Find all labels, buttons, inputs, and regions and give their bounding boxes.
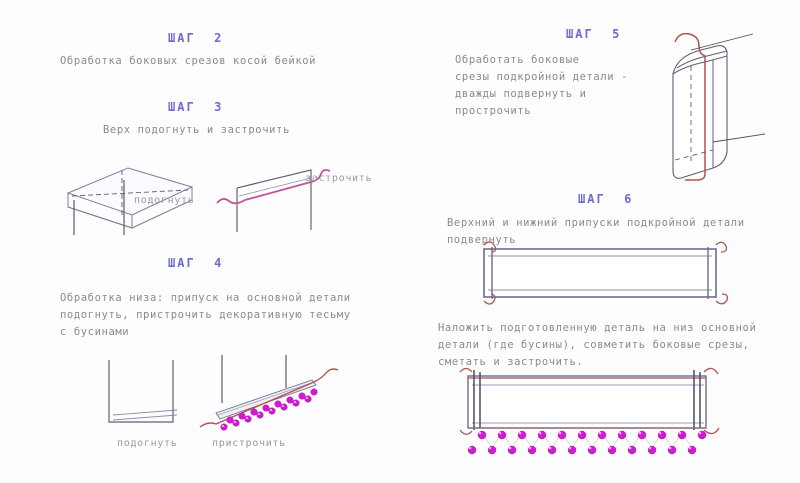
figure-step4-beads-label: пристрочить [212,438,286,449]
step-5-body-line-4: прострочить [455,105,532,117]
step-5-body-line-2: срезы подкройной детали - [455,71,629,83]
step-4-heading: ШАГ 4 [168,256,224,270]
final-body-line-3: сметать и застрочить. [438,356,584,368]
step-2-body: Обработка боковых срезов косой бейкой [60,55,317,67]
figure-step5-tube [672,32,766,181]
figure-step3-stitch-label: застрочить [305,173,373,184]
figure-final-assembly [459,367,720,455]
step-5-heading: ШАГ 5 [566,27,622,41]
figure-step3-stitch [216,169,331,232]
step-5-body-line-1: Обработать боковые [455,54,580,66]
figure-step6-rectangle [483,241,729,305]
step-2-heading: ШАГ 2 [168,31,224,45]
figure-step4-fold [108,360,178,423]
figure-step4-fold-label: подогнуть [117,438,178,449]
step-3-heading: ШАГ 3 [168,100,224,114]
final-body-line-1: Наложить подготовленную деталь на низ ос… [438,322,757,334]
step-5-body-line-3: дважды подвернуть и [455,88,587,100]
step-4-body-line-1: Обработка низа: припуск на основной дета… [60,292,351,304]
step-4-body-line-3: с бусинами [60,326,130,338]
step-6-body-line-1: Верхний и нижний припуски подкройной дет… [447,217,745,229]
figure-step3-fold-label: подогнуть [134,195,195,206]
final-body-line-2: детали (где бусины), совметить боковые с… [438,339,750,351]
figure-step4-beads [199,355,339,431]
step-3-body: Верх подогнуть и застрочить [103,124,290,136]
step-6-heading: ШАГ 6 [578,192,634,206]
step-6-body-line-2: подвернуть [447,234,517,246]
step-4-body-line-2: подогнуть, пристрочить декоративную тесь… [60,309,351,321]
figure-step3-fold [66,167,194,235]
